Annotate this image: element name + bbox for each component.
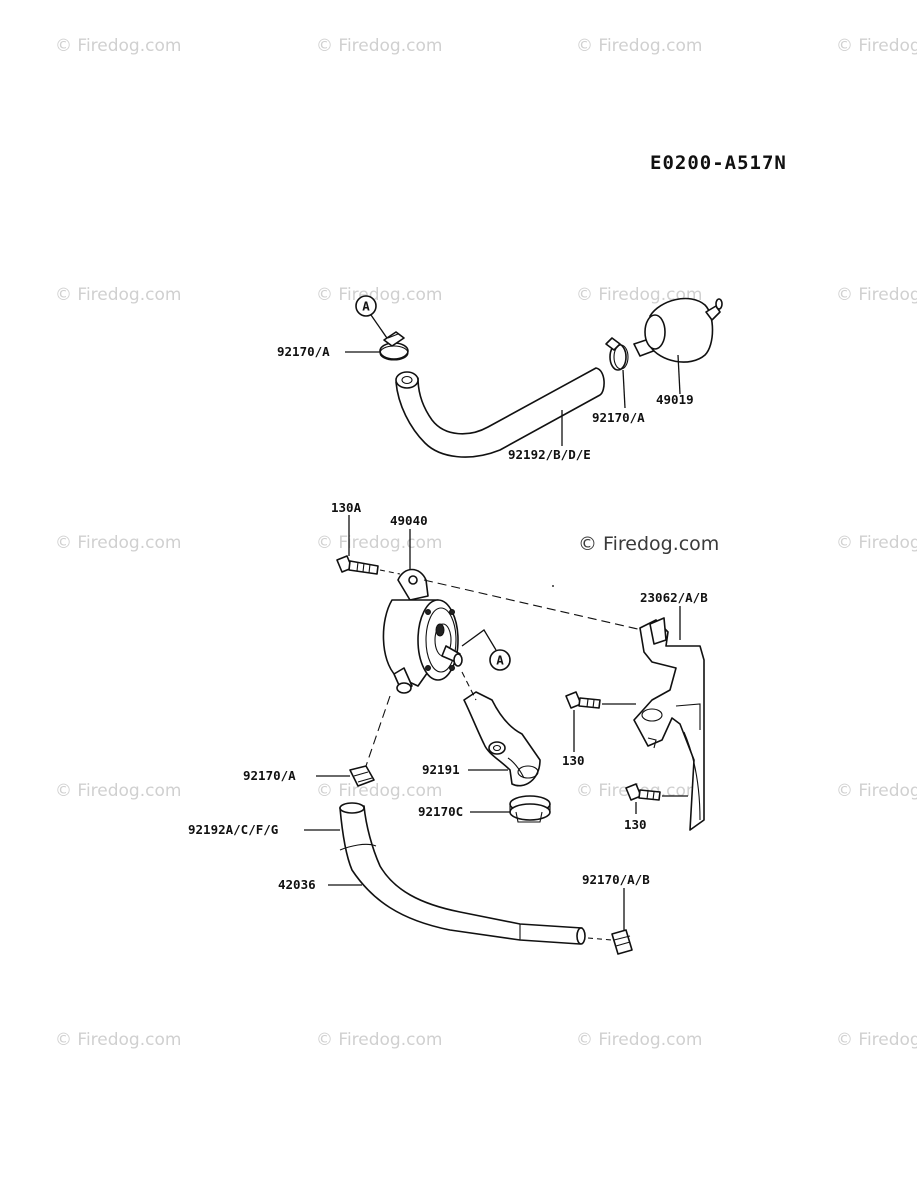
label-clamp-c: 92170C — [418, 804, 463, 819]
bolt-130-upper — [565, 691, 601, 709]
watermark: © Firedog.com — [316, 533, 443, 553]
label-clamp-pump-outlet: 92170/A — [243, 768, 296, 783]
clamp-bottom — [587, 929, 633, 955]
watermark: © Firedog.com — [576, 1030, 703, 1050]
label-clamp-top-left: 92170/A — [277, 344, 330, 359]
watermark: © Firedog.com — [576, 36, 703, 56]
clamp-c — [509, 795, 551, 823]
watermark: © Firedog.com — [316, 1030, 443, 1050]
watermark: © Firedog.com — [316, 781, 443, 801]
label-hose-42036: 42036 — [278, 877, 316, 892]
label-hose-top: 92192/B/D/E — [508, 447, 591, 462]
watermark: © Firedog.com — [55, 36, 182, 56]
bolt-130a — [336, 555, 379, 575]
watermark: © Firedog.com — [576, 285, 703, 305]
label-fuel-pump: 49040 — [390, 513, 428, 528]
clamp-top-right — [605, 337, 629, 371]
hose-top — [395, 367, 605, 458]
bracket — [633, 617, 705, 831]
watermark: © Firedog.com — [316, 36, 443, 56]
watermark: © Firedog.com — [836, 533, 917, 553]
diagram-code: E0200-A517N — [650, 152, 787, 174]
label-clamp-top-right: 92170/A — [592, 410, 645, 425]
watermark-main: © Firedog.com — [578, 533, 720, 555]
watermark: © Firedog.com — [55, 781, 182, 801]
callout-letter: A — [496, 653, 504, 668]
watermark: © Firedog.com — [836, 36, 917, 56]
label-bracket: 23062/A/B — [640, 590, 708, 605]
watermark: © Firedog.com — [836, 285, 917, 305]
watermark: © Firedog.com — [836, 781, 917, 801]
clamp-top-left — [379, 331, 409, 361]
watermark: © Firedog.com — [55, 1030, 182, 1050]
clamp-pump-outlet — [349, 765, 375, 787]
watermark: © Firedog.com — [55, 533, 182, 553]
label-bolt-130a: 130A — [331, 500, 362, 515]
callout-letter: A — [362, 299, 370, 314]
fuel-pump — [382, 568, 463, 694]
watermark: © Firedog.com — [55, 285, 182, 305]
bolt-130-lower — [625, 783, 661, 801]
label-hose-lower: 92192A/C/F/G — [188, 822, 278, 837]
label-bolt-130-upper: 130 — [562, 753, 585, 768]
label-bolt-130-lower: 130 — [624, 817, 647, 832]
fuel-filter — [633, 297, 723, 363]
label-fuel-filter: 49019 — [656, 392, 694, 407]
label-elbow-hose: 92191 — [422, 762, 460, 777]
watermark: © Firedog.com — [316, 285, 443, 305]
label-clamp-bottom: 92170/A/B — [582, 872, 650, 887]
callout-a-top: A — [355, 295, 390, 342]
hose-lower — [339, 802, 586, 945]
elbow-hose — [463, 691, 541, 787]
watermark: © Firedog.com — [836, 1030, 917, 1050]
callout-a-lower: A — [461, 629, 511, 671]
